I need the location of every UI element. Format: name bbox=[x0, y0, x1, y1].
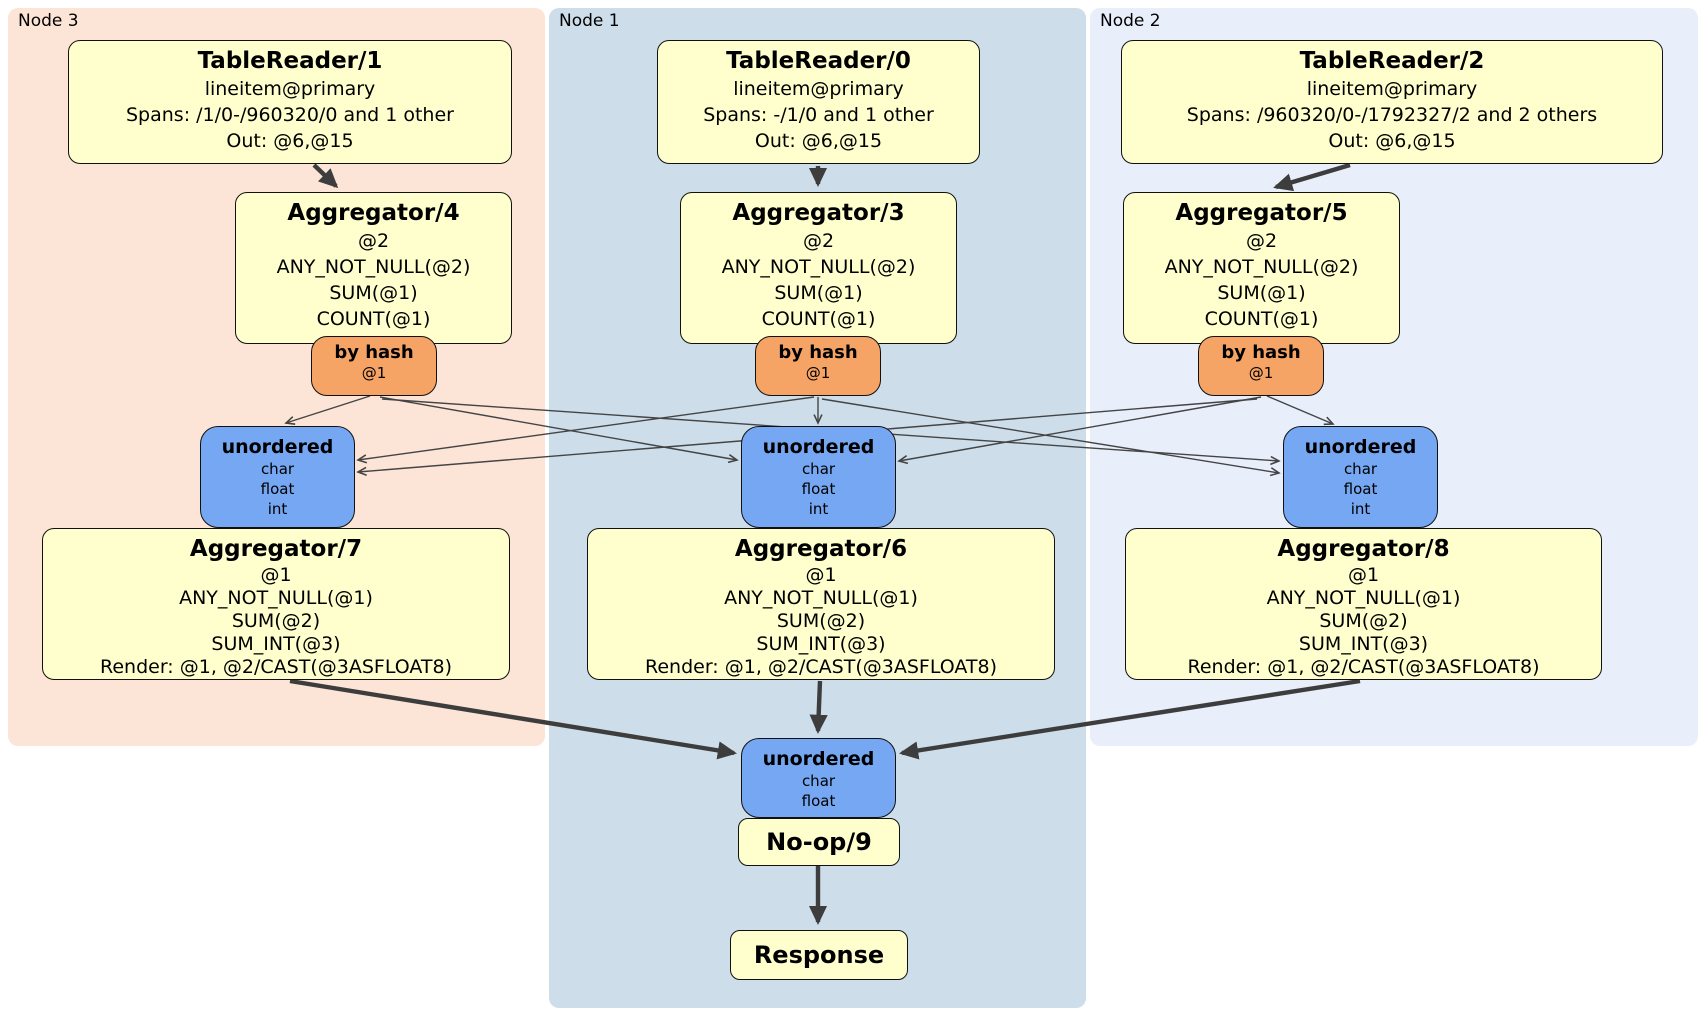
processor-detail: SUM_INT(@3) bbox=[211, 633, 341, 655]
processor-title: Aggregator/5 bbox=[1175, 200, 1348, 226]
processor-title: Response bbox=[753, 941, 885, 969]
router-key: @1 bbox=[805, 364, 831, 382]
processor-title: TableReader/2 bbox=[1299, 48, 1485, 74]
processor-detail: @2 bbox=[357, 230, 390, 252]
processor-tablereader-1: TableReader/1 lineitem@primary Spans: /1… bbox=[68, 40, 512, 164]
processor-aggregator-5: Aggregator/5 @2 ANY_NOT_NULL(@2) SUM(@1)… bbox=[1123, 192, 1400, 344]
sync-type: float bbox=[1343, 480, 1378, 498]
processor-detail: lineitem@primary bbox=[733, 78, 904, 100]
processor-detail: Out: @6,@15 bbox=[754, 130, 883, 152]
sync-type: float bbox=[260, 480, 295, 498]
processor-detail: SUM(@2) bbox=[1319, 610, 1408, 632]
processor-aggregator-8: Aggregator/8 @1 ANY_NOT_NULL(@1) SUM(@2)… bbox=[1125, 528, 1602, 680]
sync-type: int bbox=[1350, 500, 1371, 518]
processor-title: Aggregator/3 bbox=[732, 200, 905, 226]
processor-detail: @1 bbox=[805, 564, 837, 586]
processor-title: Aggregator/6 bbox=[734, 536, 908, 562]
processor-detail: Spans: -/1/0 and 1 other bbox=[703, 104, 934, 126]
sync-type: char bbox=[260, 460, 295, 478]
processor-detail: ANY_NOT_NULL(@2) bbox=[721, 256, 916, 278]
processor-title: TableReader/1 bbox=[197, 48, 383, 74]
processor-title: Aggregator/7 bbox=[189, 536, 363, 562]
processor-detail: @2 bbox=[1245, 230, 1278, 252]
router-title: by hash bbox=[1221, 342, 1301, 363]
processor-detail: ANY_NOT_NULL(@2) bbox=[276, 256, 471, 278]
processor-detail: COUNT(@1) bbox=[761, 308, 876, 330]
processor-detail: ANY_NOT_NULL(@1) bbox=[724, 587, 918, 609]
processor-detail: @1 bbox=[260, 564, 292, 586]
by-hash-router-node3: by hash @1 bbox=[311, 336, 437, 396]
processor-title: TableReader/0 bbox=[726, 48, 911, 74]
processor-detail: Out: @6,@15 bbox=[226, 130, 354, 152]
processor-tablereader-2: TableReader/2 lineitem@primary Spans: /9… bbox=[1121, 40, 1663, 164]
sync-title: unordered bbox=[1304, 436, 1417, 458]
unordered-sync-node1: unordered char float int bbox=[741, 426, 896, 528]
processor-detail: Out: @6,@15 bbox=[1328, 130, 1456, 152]
sync-title: unordered bbox=[221, 436, 334, 458]
processor-detail: SUM(@1) bbox=[774, 282, 863, 304]
processor-detail: lineitem@primary bbox=[204, 78, 376, 100]
processor-noop-9: No-op/9 bbox=[738, 818, 900, 866]
node-2-label: Node 2 bbox=[1100, 11, 1161, 31]
sync-type: char bbox=[801, 772, 836, 790]
processor-detail: ANY_NOT_NULL(@1) bbox=[1266, 587, 1461, 609]
processor-detail: Render: @1, @2/CAST(@3ASFLOAT8) bbox=[645, 656, 997, 678]
processor-tablereader-0: TableReader/0 lineitem@primary Spans: -/… bbox=[657, 40, 980, 164]
sync-type: float bbox=[801, 792, 836, 810]
processor-detail: Render: @1, @2/CAST(@3ASFLOAT8) bbox=[1187, 656, 1540, 678]
router-title: by hash bbox=[334, 342, 414, 363]
processor-detail: @1 bbox=[1347, 564, 1380, 586]
processor-aggregator-3: Aggregator/3 @2 ANY_NOT_NULL(@2) SUM(@1)… bbox=[680, 192, 957, 344]
processor-aggregator-7: Aggregator/7 @1 ANY_NOT_NULL(@1) SUM(@2)… bbox=[42, 528, 510, 680]
unordered-sync-node3: unordered char float int bbox=[200, 426, 355, 528]
processor-title: Aggregator/4 bbox=[287, 200, 460, 226]
processor-detail: SUM(@2) bbox=[231, 610, 321, 632]
processor-detail: lineitem@primary bbox=[1306, 78, 1478, 100]
processor-detail: COUNT(@1) bbox=[316, 308, 431, 330]
processor-title: Aggregator/8 bbox=[1277, 536, 1450, 562]
sync-type: char bbox=[1343, 460, 1378, 478]
sync-type: float bbox=[801, 480, 836, 498]
processor-detail: SUM(@2) bbox=[776, 610, 866, 632]
node-3-label: Node 3 bbox=[18, 11, 79, 31]
processor-detail: SUM(@1) bbox=[1217, 282, 1306, 304]
processor-detail: ANY_NOT_NULL(@2) bbox=[1164, 256, 1359, 278]
by-hash-router-node2: by hash @1 bbox=[1198, 336, 1324, 396]
unordered-sync-final: unordered char float bbox=[741, 738, 896, 818]
processor-title: No-op/9 bbox=[766, 828, 872, 856]
by-hash-router-node1: by hash @1 bbox=[755, 336, 881, 396]
processor-detail: @2 bbox=[802, 230, 835, 252]
sync-type: int bbox=[808, 500, 829, 518]
processor-response: Response bbox=[730, 930, 908, 980]
processor-aggregator-4: Aggregator/4 @2 ANY_NOT_NULL(@2) SUM(@1)… bbox=[235, 192, 512, 344]
processor-aggregator-6: Aggregator/6 @1 ANY_NOT_NULL(@1) SUM(@2)… bbox=[587, 528, 1055, 680]
processor-detail: SUM(@1) bbox=[329, 282, 418, 304]
node-1-label: Node 1 bbox=[559, 11, 620, 31]
processor-detail: ANY_NOT_NULL(@1) bbox=[179, 587, 373, 609]
router-key: @1 bbox=[361, 364, 387, 382]
processor-detail: Spans: /960320/0-/1792327/2 and 2 others bbox=[1186, 104, 1598, 126]
sync-type: char bbox=[801, 460, 836, 478]
router-key: @1 bbox=[1248, 364, 1274, 382]
unordered-sync-node2: unordered char float int bbox=[1283, 426, 1438, 528]
processor-detail: SUM_INT(@3) bbox=[1298, 633, 1429, 655]
sync-title: unordered bbox=[762, 748, 875, 770]
processor-detail: COUNT(@1) bbox=[1204, 308, 1319, 330]
router-title: by hash bbox=[778, 342, 858, 363]
sync-type: int bbox=[267, 500, 288, 518]
processor-detail: SUM_INT(@3) bbox=[756, 633, 886, 655]
processor-detail: Spans: /1/0-/960320/0 and 1 other bbox=[126, 104, 454, 126]
sync-title: unordered bbox=[762, 436, 875, 458]
processor-detail: Render: @1, @2/CAST(@3ASFLOAT8) bbox=[100, 656, 452, 678]
